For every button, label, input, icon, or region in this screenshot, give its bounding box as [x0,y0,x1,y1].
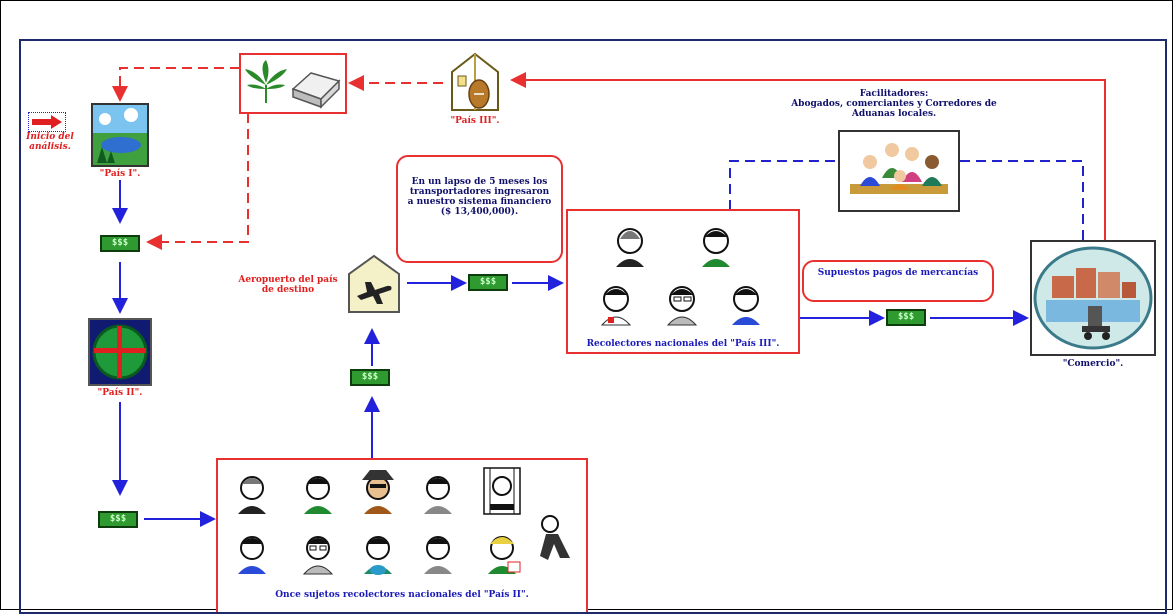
facilitators-title: Facilitadores: [859,89,929,99]
person-icon [424,476,452,514]
meeting-icon [850,143,948,194]
country1-label: "País I". [99,169,141,179]
facilitators-link-left [729,160,840,210]
start-label: Inicio del análisis. [26,132,74,152]
money-icon: $$$ [468,274,508,291]
person-icon [424,536,452,574]
country3-image [446,50,504,114]
person-icon [362,470,394,514]
collectors2-box: Once sujetos recolectores nacionales del… [216,458,588,612]
house-icon [451,52,499,111]
person-icon [732,286,760,325]
money-icon: $$$ [886,309,926,326]
flow-commerce-p3 [510,72,1106,240]
airport-label: Aeropuerto del país de destino [238,275,338,295]
start-arrow-box [28,112,66,132]
person-icon [238,476,266,514]
payments-text: Supuestos pagos de mercancías [817,268,979,278]
collectors3-box: Recolectores nacionales del "País III". [566,209,800,354]
country2-image [88,318,152,386]
money-icon: $$$ [100,235,140,252]
port-icon [1033,246,1153,350]
cannabis-leaf-icon [245,60,341,109]
globe-map-icon [90,320,150,384]
airport-icon [348,254,400,313]
money-icon: $$$ [98,511,138,528]
collectors2-label: Once sujetos recolectores nacionales del… [275,590,529,600]
person-icon [666,286,698,326]
commerce-label: "Comercio". [1062,359,1124,369]
lapse-text: En un lapso de 5 meses los transportador… [407,177,552,217]
person-icon [238,536,266,574]
facilitators-link-right [960,160,1084,240]
collectors3-label: Recolectores nacionales del "País III". [586,339,780,349]
landscape-icon [93,105,147,165]
flow-goods-p1 [112,67,240,102]
flow-goods-money [146,113,249,250]
lapse-box: En un lapso de 5 meses los transportador… [396,155,563,263]
person-icon [483,467,521,515]
country3-label: "País III". [450,116,500,126]
person-icon [302,536,334,575]
person-icon [540,515,570,560]
person-icon [304,476,332,514]
person-icon [702,228,730,267]
commerce-image [1030,240,1156,356]
person-icon [600,286,632,326]
facilitators-body: Abogados, comerciantes y Corredores de A… [791,99,997,119]
person-icon [364,536,392,575]
country1-image [91,103,149,167]
country2-label: "País II". [97,388,143,398]
collectors2-people [238,467,570,575]
package-icon [291,72,341,109]
facilitators-image [838,130,960,212]
airport-image [345,252,403,316]
collectors3-people [600,228,760,326]
payments-box: Supuestos pagos de mercancías [802,260,994,302]
person-icon [616,228,644,267]
facilitators-label: Facilitadores: Abogados, comerciantes y … [784,89,1004,119]
arrow-right-icon [32,115,62,129]
person-icon [488,536,521,574]
money-icon: $$$ [350,369,390,386]
goods-box [239,53,347,114]
